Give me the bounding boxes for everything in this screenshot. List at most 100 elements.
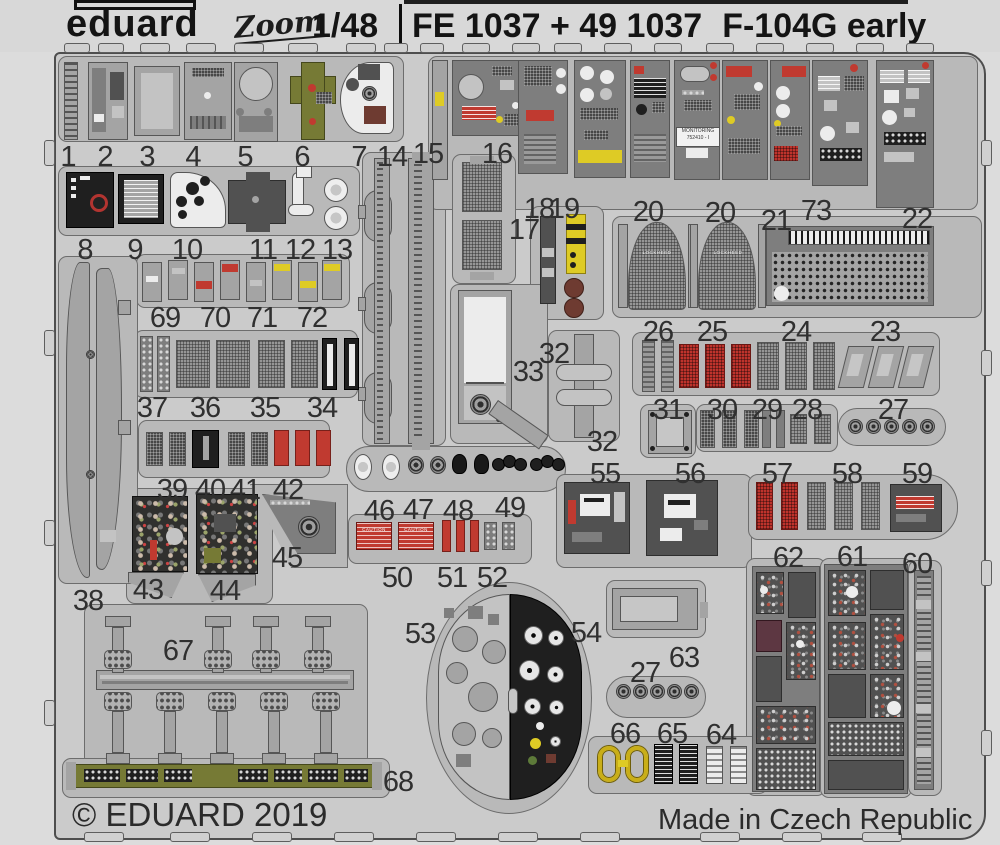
- pe-part: [796, 640, 804, 648]
- pe-part: [468, 606, 483, 619]
- pe-part: [86, 470, 95, 479]
- pe-part: [250, 280, 262, 286]
- part-number-label: 10: [171, 234, 203, 266]
- pe-part: [470, 272, 494, 280]
- pe-part: [807, 482, 826, 530]
- pe-part: [308, 769, 338, 782]
- pe-part: [430, 456, 446, 474]
- pe-part: [776, 126, 802, 136]
- pe-part: [456, 520, 465, 552]
- sheet-tab: [140, 43, 170, 53]
- pe-part: [398, 522, 434, 550]
- pe-part: [782, 66, 806, 77]
- pe-part: [598, 746, 620, 782]
- pe-part: [204, 92, 211, 99]
- pe-part: [222, 264, 238, 272]
- pe-part: [262, 753, 286, 764]
- pe-part: [668, 500, 690, 505]
- pe-part: [500, 80, 514, 90]
- sheet-tab: [654, 43, 682, 53]
- pe-part: [870, 614, 904, 670]
- sheet-tab: [554, 43, 582, 53]
- pe-part: [92, 68, 106, 132]
- pe-part: [309, 118, 316, 125]
- part-placard-text: CAUTION: [362, 527, 386, 532]
- part-number-label: 32: [538, 338, 570, 370]
- product-name: F-104G early: [722, 7, 927, 45]
- pe-part: [200, 176, 210, 186]
- pe-part: [524, 626, 543, 645]
- pe-part: [314, 753, 338, 764]
- part-number-label: 34: [306, 392, 338, 424]
- pe-part: [296, 166, 312, 178]
- part-number-label: 61: [836, 541, 868, 573]
- pe-part: [452, 626, 478, 652]
- part-number-label: 40: [194, 474, 226, 506]
- part-number-label: 24: [780, 316, 812, 348]
- pe-part: [94, 114, 104, 122]
- part-number-label: 26: [642, 316, 674, 348]
- pe-part: [614, 492, 625, 522]
- part-number-label: 44: [209, 575, 241, 607]
- pe-part: [356, 522, 392, 550]
- pe-part: [917, 576, 931, 784]
- pe-part: [756, 482, 773, 530]
- part-number-label: 72: [296, 302, 328, 334]
- pe-part: [548, 630, 564, 646]
- pe-part: [210, 753, 234, 764]
- part-number-label: 20: [632, 196, 664, 228]
- pe-part: [204, 548, 221, 563]
- part-number-label: 49: [494, 492, 526, 524]
- pe-part: [584, 498, 604, 502]
- pe-part: [346, 78, 359, 91]
- part-number-label: 70: [199, 302, 231, 334]
- sheet-tab: [420, 43, 444, 53]
- sheet-tab: [234, 43, 264, 53]
- pe-part: [512, 102, 519, 109]
- part-number-label: 5: [237, 141, 253, 173]
- pe-part: [866, 419, 881, 434]
- pe-part: [102, 681, 348, 684]
- pe-part: [126, 769, 158, 782]
- pe-part: [700, 602, 708, 618]
- pe-part: [540, 216, 556, 304]
- pe-part: [756, 656, 782, 702]
- pe-part: [192, 68, 224, 77]
- pe-part: [519, 660, 540, 681]
- pe-part: [772, 252, 928, 302]
- pe-part: [308, 84, 316, 92]
- sheet-tab: [44, 330, 55, 356]
- pe-part: [96, 670, 354, 690]
- pe-part: [884, 419, 899, 434]
- pe-part: [580, 88, 594, 102]
- pe-part: [646, 480, 718, 556]
- pe-part: [236, 108, 244, 116]
- pe-part: [100, 675, 350, 679]
- pe-part: [246, 172, 270, 232]
- pe-part: [650, 684, 665, 699]
- sheet-tab: [706, 43, 734, 53]
- pe-part: [112, 711, 124, 753]
- pe-part: [626, 746, 648, 782]
- part-number-label: 29: [751, 394, 783, 426]
- pe-part: [104, 650, 132, 669]
- pe-part: [682, 90, 704, 95]
- header-divider: [399, 4, 402, 49]
- pe-part: [488, 614, 499, 625]
- part-number-label: 42: [272, 474, 304, 506]
- part-number-label: 13: [321, 234, 353, 266]
- pe-part: [140, 336, 153, 392]
- part-number-label: 69: [149, 302, 181, 334]
- copyright-text: © EDUARD 2019: [72, 796, 328, 833]
- pe-part: [305, 616, 331, 627]
- part-number-label: 43: [132, 574, 164, 606]
- pe-part: [620, 596, 678, 622]
- pe-part: [757, 342, 779, 390]
- pe-part: [514, 458, 527, 471]
- pe-part: [564, 298, 584, 318]
- pe-part: [580, 66, 594, 80]
- pe-part: [196, 281, 212, 289]
- pe-part: [566, 238, 586, 244]
- sheet-tab: [806, 43, 834, 53]
- pe-part: [828, 760, 904, 790]
